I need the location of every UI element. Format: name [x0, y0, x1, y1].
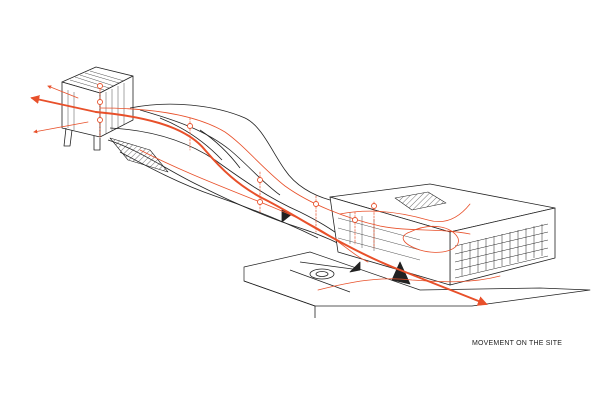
- movement-arrow-west: [30, 95, 97, 113]
- movement-arrow-west-lower: [33, 121, 89, 134]
- ribbon-ramp: [107, 103, 363, 257]
- circulation-nodes: [97, 83, 377, 223]
- movement-path-building: [339, 203, 471, 222]
- movement-path-plaza: [317, 275, 501, 291]
- movement-path-loop: [402, 225, 459, 253]
- movement-arrow-upper: [47, 85, 79, 99]
- ground-plaza: [243, 209, 591, 318]
- main-building: [329, 183, 556, 286]
- movement-path-upper: [99, 107, 471, 235]
- movement-paths: [30, 83, 501, 306]
- movement-path-lower: [139, 149, 369, 263]
- hatched-stair: [109, 137, 169, 173]
- movement-path-main: [95, 111, 488, 306]
- architecture-linework: [61, 66, 591, 318]
- diagram-caption: MOVEMENT ON THE SITE: [472, 340, 563, 347]
